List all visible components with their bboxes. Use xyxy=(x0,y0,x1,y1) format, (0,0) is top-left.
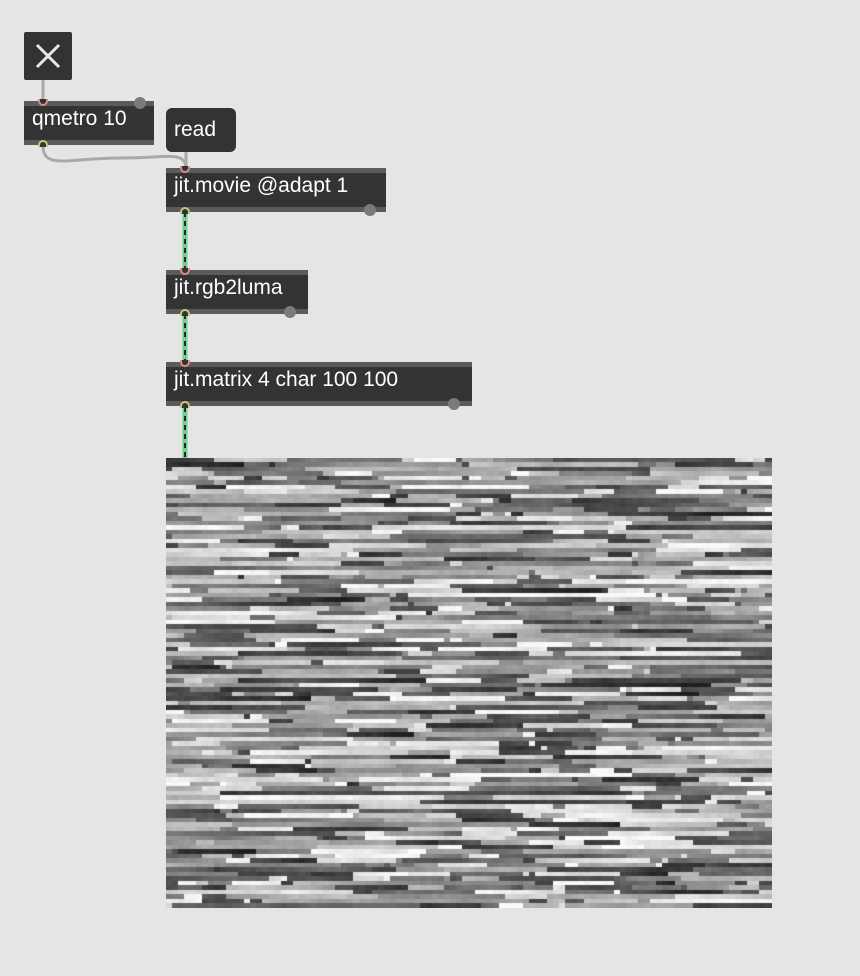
read-message-label: read xyxy=(174,118,217,141)
jit-movie-right-outlet[interactable] xyxy=(364,204,376,216)
read-message-box[interactable]: read xyxy=(166,108,236,152)
jit-rgb2luma-label: jit.rgb2luma xyxy=(174,276,283,299)
jit-rgb2luma-outlet[interactable] xyxy=(180,309,190,316)
jit-movie-outlet[interactable] xyxy=(180,207,190,214)
jit-rgb2luma-object[interactable]: jit.rgb2luma xyxy=(166,268,308,318)
jit-matrix-right-outlet[interactable] xyxy=(448,398,460,410)
qmetro-inlet[interactable] xyxy=(38,99,48,106)
x-icon xyxy=(35,43,61,69)
qmetro-label: qmetro 10 xyxy=(32,107,127,130)
jit-movie-label: jit.movie @adapt 1 xyxy=(174,174,349,197)
toggle-button[interactable] xyxy=(24,32,72,80)
jit-movie-object[interactable]: jit.movie @adapt 1 xyxy=(166,166,386,216)
qmetro-outlet[interactable] xyxy=(38,140,48,147)
qmetro-object[interactable]: qmetro 10 xyxy=(24,97,154,147)
jit-matrix-label: jit.matrix 4 char 100 100 xyxy=(174,368,399,391)
qmetro-right-inlet[interactable] xyxy=(134,97,146,109)
video-frame-canvas xyxy=(166,458,772,908)
jit-pwindow-display[interactable] xyxy=(166,458,772,908)
cord-qmetro-movie xyxy=(41,145,188,171)
jit-rgb2luma-right-outlet[interactable] xyxy=(284,306,296,318)
jit-matrix-object[interactable]: jit.matrix 4 char 100 100 xyxy=(166,360,472,410)
jit-matrix-outlet[interactable] xyxy=(180,401,190,408)
